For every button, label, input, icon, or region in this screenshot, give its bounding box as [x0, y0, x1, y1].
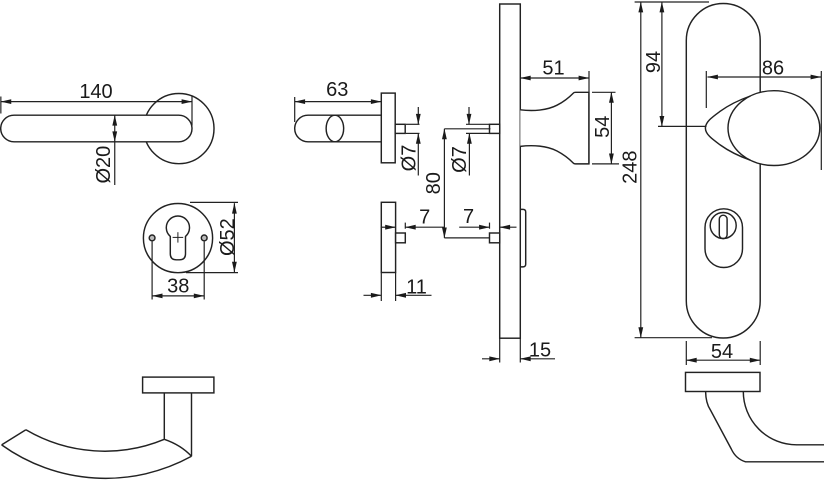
svg-text:54: 54	[711, 341, 733, 363]
svg-text:Ø7: Ø7	[398, 145, 420, 172]
svg-text:140: 140	[79, 81, 112, 103]
svg-text:54: 54	[592, 116, 614, 138]
svg-text:248: 248	[620, 151, 642, 184]
svg-text:15: 15	[529, 339, 551, 361]
svg-text:86: 86	[762, 58, 784, 80]
svg-text:51: 51	[542, 58, 564, 80]
svg-text:Ø20: Ø20	[93, 146, 115, 184]
svg-text:80: 80	[423, 172, 445, 194]
svg-text:94: 94	[643, 51, 665, 73]
svg-text:Ø52: Ø52	[217, 218, 239, 256]
svg-text:63: 63	[326, 79, 348, 101]
svg-text:7: 7	[463, 206, 474, 228]
svg-text:7: 7	[419, 207, 430, 229]
svg-text:38: 38	[167, 276, 189, 298]
svg-text:Ø7: Ø7	[449, 146, 471, 173]
svg-text:11: 11	[406, 277, 427, 299]
